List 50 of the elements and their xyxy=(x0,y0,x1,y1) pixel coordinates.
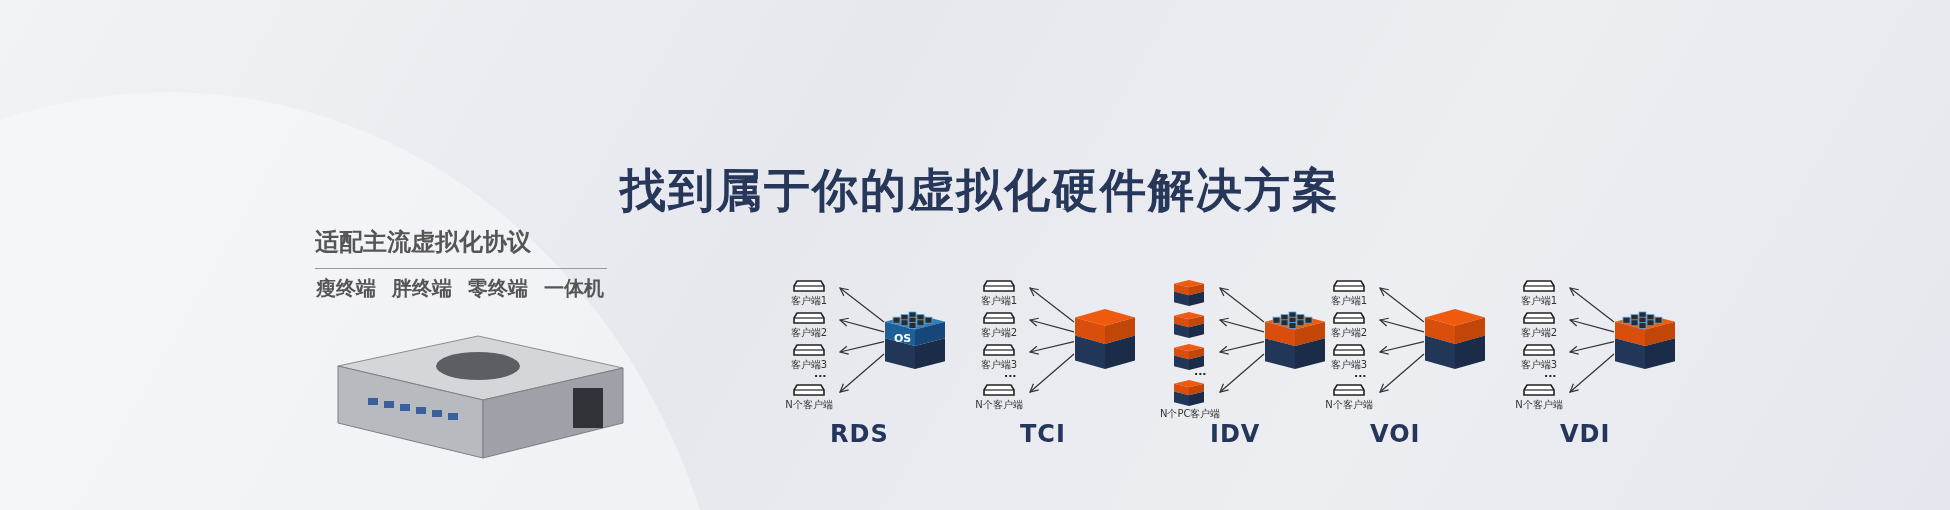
client-label: N个PC客户端 xyxy=(1160,407,1218,421)
ellipsis: ... xyxy=(1194,366,1207,378)
arrow xyxy=(1029,287,1075,323)
arrow xyxy=(1379,341,1425,355)
protocol-name: VDI xyxy=(1560,420,1611,448)
terminal-type-label: 零终端 xyxy=(468,275,528,302)
client-label: 客户端2 xyxy=(979,326,1019,340)
arrow xyxy=(1379,287,1425,323)
title: 找到属于你的虚拟化硬件解决方案 xyxy=(620,162,1340,219)
client-label: N个客户端 xyxy=(1514,398,1564,412)
client-label: N个客户端 xyxy=(784,398,834,412)
arrow xyxy=(1569,353,1615,393)
client-label: 客户端2 xyxy=(1519,326,1559,340)
arrow xyxy=(1219,287,1265,323)
client-label: 客户端1 xyxy=(1329,294,1369,308)
arrow xyxy=(1569,287,1615,323)
server-drawing xyxy=(1424,308,1486,370)
server-drawing xyxy=(1074,308,1136,370)
client-label: N个客户端 xyxy=(974,398,1024,412)
client-label: N个客户端 xyxy=(1324,398,1374,412)
terminal-type-label: 瘦终端 xyxy=(316,275,376,302)
arrow xyxy=(1569,341,1615,355)
protocol-name: RDS xyxy=(830,420,889,448)
terminal-type-label: 胖终端 xyxy=(392,275,452,302)
subtitle: 适配主流虚拟化协议 xyxy=(315,227,531,258)
arrow xyxy=(1569,317,1615,333)
client-label: 客户端1 xyxy=(1519,294,1559,308)
arrow xyxy=(1219,353,1265,393)
arrow xyxy=(1379,353,1425,393)
arrow xyxy=(1029,317,1075,333)
arrow xyxy=(1219,317,1265,333)
client-label: 客户端1 xyxy=(789,294,829,308)
server-label: OS xyxy=(894,332,912,345)
client-label: 客户端1 xyxy=(979,294,1019,308)
arrow xyxy=(839,353,885,393)
arrow xyxy=(1029,353,1075,393)
client-label: 客户端2 xyxy=(789,326,829,340)
protocol-name: IDV xyxy=(1210,420,1261,448)
arrow xyxy=(839,317,885,333)
protocol-name: VOI xyxy=(1370,420,1421,448)
server-drawing xyxy=(1264,308,1326,370)
server-drawing xyxy=(1614,308,1676,370)
client-label: 客户端2 xyxy=(1329,326,1369,340)
arrow xyxy=(839,341,885,355)
arrow xyxy=(1379,317,1425,333)
arrow xyxy=(839,287,885,323)
arrow xyxy=(1219,341,1265,355)
protocol-name: TCI xyxy=(1020,420,1066,448)
terminal-type-label: 一体机 xyxy=(544,275,604,302)
arrow xyxy=(1029,341,1075,355)
